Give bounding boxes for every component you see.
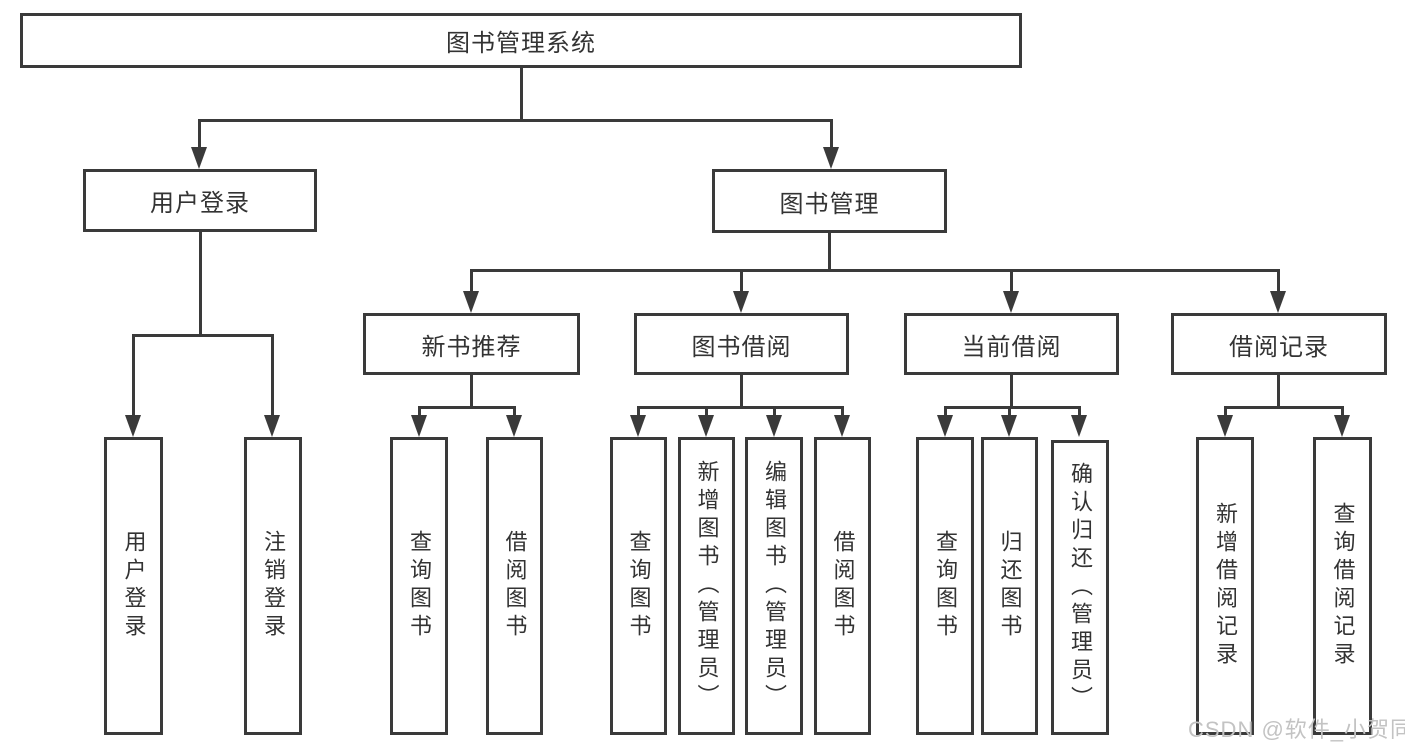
node-current-borrow: 当前借阅 xyxy=(904,313,1119,375)
node-user-login: 用户登录 xyxy=(83,169,317,232)
connector-vline xyxy=(198,119,201,149)
connector-vline xyxy=(1224,406,1227,418)
connector-vline xyxy=(773,406,776,418)
arrowhead-down xyxy=(630,415,646,437)
leaf-label: 归还图书 xyxy=(997,530,1023,642)
leaf-borrow-books: 借阅图书 xyxy=(814,437,871,735)
arrowhead-down xyxy=(698,415,714,437)
connector-vline xyxy=(828,233,831,272)
connector-hline xyxy=(944,406,1080,409)
connector-hline xyxy=(637,406,844,409)
leaf-query-books-recommend: 查询图书 xyxy=(390,437,448,735)
arrowhead-down xyxy=(264,415,280,437)
leaf-add-book-admin: 新增图书（管理员） xyxy=(678,437,735,735)
leaf-edit-book-admin: 编辑图书（管理员） xyxy=(745,437,803,735)
connector-vline xyxy=(1341,406,1344,418)
arrowhead-down xyxy=(834,415,850,437)
arrowhead-down xyxy=(937,415,953,437)
connector-vline xyxy=(944,406,947,418)
connector-vline xyxy=(705,406,708,418)
leaf-label: 查询图书 xyxy=(626,530,652,642)
leaf-label: 借阅图书 xyxy=(502,530,528,642)
connector-vline xyxy=(1010,375,1013,408)
leaf-label: 查询图书 xyxy=(407,530,432,642)
node-borrow-records: 借阅记录 xyxy=(1171,313,1387,375)
arrowhead-down xyxy=(191,147,207,169)
arrowhead-down xyxy=(411,415,427,437)
connector-vline xyxy=(520,68,523,121)
connector-vline xyxy=(1078,406,1081,418)
connector-hline xyxy=(132,334,274,337)
leaf-label: 用户登录 xyxy=(121,530,147,642)
leaf-label: 查询借阅记录 xyxy=(1330,502,1356,670)
connector-vline xyxy=(740,375,743,408)
connector-vline xyxy=(1008,406,1011,418)
arrowhead-down xyxy=(125,415,141,437)
connector-vline xyxy=(418,406,421,418)
node-library-system: 图书管理系统 xyxy=(20,13,1022,68)
connector-vline xyxy=(199,232,202,337)
leaf-logout: 注销登录 xyxy=(244,437,302,735)
connector-vline xyxy=(637,406,640,418)
connector-vline xyxy=(1277,375,1280,408)
arrowhead-down xyxy=(1270,291,1286,313)
arrowhead-down xyxy=(1003,291,1019,313)
arrowhead-down xyxy=(733,291,749,313)
connector-vline xyxy=(132,334,135,418)
connector-vline xyxy=(841,406,844,418)
arrowhead-down xyxy=(506,415,522,437)
connector-vline xyxy=(271,334,274,418)
leaf-query-books-current: 查询图书 xyxy=(916,437,974,735)
connector-hline xyxy=(470,269,1279,272)
leaf-add-borrow-record: 新增借阅记录 xyxy=(1196,437,1254,735)
connector-vline xyxy=(740,269,743,294)
leaf-label: 新增图书（管理员） xyxy=(694,460,720,712)
leaf-label: 注销登录 xyxy=(261,530,286,642)
leaf-label: 编辑图书（管理员） xyxy=(762,460,787,712)
leaf-query-books-borrow: 查询图书 xyxy=(610,437,667,735)
arrowhead-down xyxy=(766,415,782,437)
leaf-label: 确认归还（管理员） xyxy=(1068,461,1093,714)
connector-vline xyxy=(470,269,473,294)
node-book-borrow: 图书借阅 xyxy=(634,313,849,375)
connector-hline xyxy=(1224,406,1343,409)
node-new-book-recommend: 新书推荐 xyxy=(363,313,580,375)
leaf-borrow-books-recommend: 借阅图书 xyxy=(486,437,543,735)
connector-vline xyxy=(1277,269,1280,294)
leaf-confirm-return-admin: 确认归还（管理员） xyxy=(1051,440,1109,735)
arrowhead-down xyxy=(463,291,479,313)
leaf-return-books: 归还图书 xyxy=(981,437,1038,735)
connector-vline xyxy=(1010,269,1013,294)
connector-hline xyxy=(198,119,832,122)
leaf-label: 借阅图书 xyxy=(830,530,856,642)
leaf-label: 查询图书 xyxy=(933,530,958,642)
leaf-query-borrow-record: 查询借阅记录 xyxy=(1313,437,1372,735)
arrowhead-down xyxy=(1334,415,1350,437)
node-book-management: 图书管理 xyxy=(712,169,947,233)
leaf-user-login: 用户登录 xyxy=(104,437,163,735)
leaf-label: 新增借阅记录 xyxy=(1213,502,1238,670)
arrowhead-down xyxy=(1071,415,1087,437)
csdn-watermark: CSDN @软件_小贺同学 xyxy=(1188,717,1405,742)
connector-vline xyxy=(830,119,833,149)
connector-vline xyxy=(513,406,516,418)
arrowhead-down xyxy=(1217,415,1233,437)
connector-hline xyxy=(418,406,516,409)
arrowhead-down xyxy=(1001,415,1017,437)
connector-vline xyxy=(470,375,473,408)
arrowhead-down xyxy=(823,147,839,169)
